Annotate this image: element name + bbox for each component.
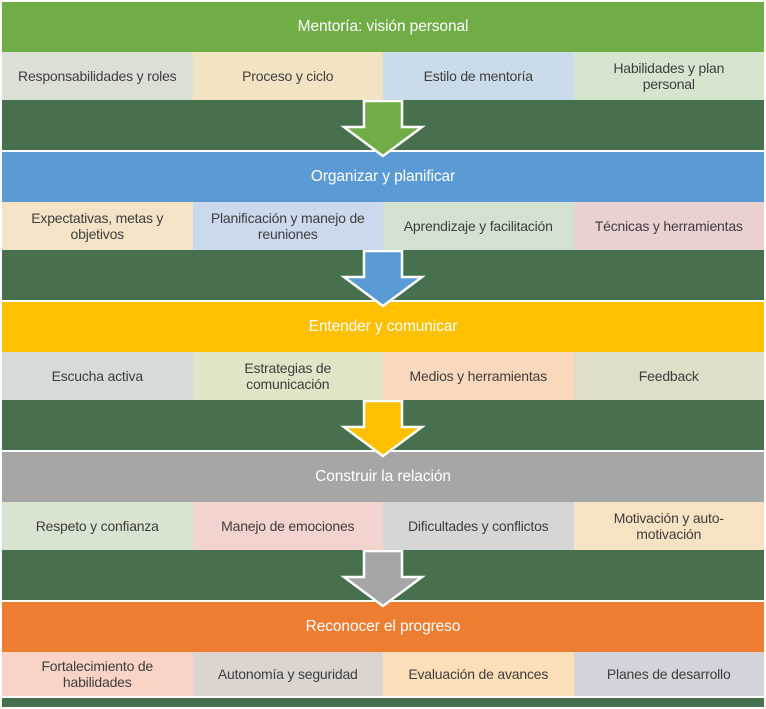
item-cell: Escucha activa — [2, 352, 193, 400]
item-cell: Feedback — [573, 352, 764, 400]
stage-items-row: Expectativas, metas y objetivos Planific… — [2, 202, 764, 250]
item-cell: Fortalecimiento de habilidades — [2, 652, 193, 696]
connector-band — [2, 250, 764, 308]
stage-items-row: Escucha activa Estrategias de comunicaci… — [2, 352, 764, 400]
item-label: Evaluación de avances — [408, 665, 549, 682]
item-cell: Estrategias de comunicación — [192, 352, 383, 400]
item-label: Estilo de mentoría — [423, 67, 533, 84]
stage-header: Entender y comunicar — [2, 302, 764, 352]
down-arrow-icon — [340, 550, 426, 608]
item-cell: Proceso y ciclo — [192, 52, 383, 100]
item-label: Habilidades y plan personal — [613, 59, 725, 92]
item-cell: Aprendizaje y facilitación — [383, 202, 574, 250]
item-cell: Dificultades y conflictos — [383, 502, 574, 550]
stage-entender-y-comunicar: Entender y comunicar Escucha activa Estr… — [2, 302, 764, 458]
item-cell: Expectativas, metas y objetivos — [2, 202, 193, 250]
item-cell: Planes de desarrollo — [573, 652, 764, 696]
item-cell: Estilo de mentoría — [383, 52, 574, 100]
down-arrow-icon — [340, 250, 426, 308]
stage-title: Organizar y planificar — [310, 168, 456, 185]
item-cell: Medios y herramientas — [383, 352, 574, 400]
stage-construir-la-relacion: Construir la relación Respeto y confianz… — [2, 452, 764, 608]
stage-organizar-y-planificar: Organizar y planificar Expectativas, met… — [2, 152, 764, 308]
item-label: Fortalecimiento de habilidades — [41, 657, 154, 690]
item-label: Medios y herramientas — [409, 367, 548, 384]
stage-title: Mentoría: visión personal — [297, 18, 469, 35]
item-cell: Planificación y manejo de reuniones — [192, 202, 383, 250]
connector-band — [2, 100, 764, 158]
item-cell: Técnicas y herramientas — [573, 202, 764, 250]
stage-items-row: Respeto y confianza Manejo de emociones … — [2, 502, 764, 550]
item-label: Planificación y manejo de reuniones — [210, 209, 365, 242]
stage-reconocer-el-progreso: Reconocer el progreso Fortalecimiento de… — [2, 602, 764, 707]
stage-header: Construir la relación — [2, 452, 764, 502]
item-label: Autonomía y seguridad — [217, 665, 358, 682]
item-cell: Respeto y confianza — [2, 502, 193, 550]
item-label: Estrategias de comunicación — [244, 359, 332, 392]
stage-title: Construir la relación — [315, 468, 451, 485]
item-label: Aprendizaje y facilitación — [403, 217, 553, 234]
stage-items-row: Fortalecimiento de habilidades Autonomía… — [2, 652, 764, 696]
item-label: Escucha activa — [51, 367, 144, 384]
down-arrow-icon — [340, 100, 426, 158]
item-label: Manejo de emociones — [221, 517, 355, 534]
stage-title: Reconocer el progreso — [305, 618, 461, 635]
stage-mentoria-vision-personal: Mentoría: visión personal Responsabilida… — [2, 2, 764, 158]
item-cell: Manejo de emociones — [192, 502, 383, 550]
stage-header: Mentoría: visión personal — [2, 2, 764, 52]
item-label: Planes de desarrollo — [606, 665, 731, 682]
item-cell: Responsabilidades y roles — [2, 52, 193, 100]
item-cell: Evaluación de avances — [383, 652, 574, 696]
stage-items-row: Responsabilidades y roles Proceso y cicl… — [2, 52, 764, 100]
connector-band — [2, 550, 764, 608]
down-arrow-icon — [340, 400, 426, 458]
item-label: Feedback — [638, 367, 699, 384]
item-cell: Habilidades y plan personal — [573, 52, 764, 100]
item-cell: Autonomía y seguridad — [192, 652, 383, 696]
footer-band — [2, 696, 764, 707]
item-label: Motivación y auto-motivación — [613, 509, 724, 542]
item-label: Expectativas, metas y objetivos — [31, 209, 164, 242]
connector-band — [2, 400, 764, 458]
item-label: Técnicas y herramientas — [594, 217, 743, 234]
item-label: Respeto y confianza — [35, 517, 159, 534]
item-cell: Motivación y auto-motivación — [573, 502, 764, 550]
item-label: Proceso y ciclo — [242, 67, 334, 84]
item-label: Dificultades y conflictos — [407, 517, 549, 534]
stage-header: Reconocer el progreso — [2, 602, 764, 652]
item-label: Responsabilidades y roles — [18, 67, 177, 84]
stage-header: Organizar y planificar — [2, 152, 764, 202]
stage-title: Entender y comunicar — [308, 318, 458, 335]
